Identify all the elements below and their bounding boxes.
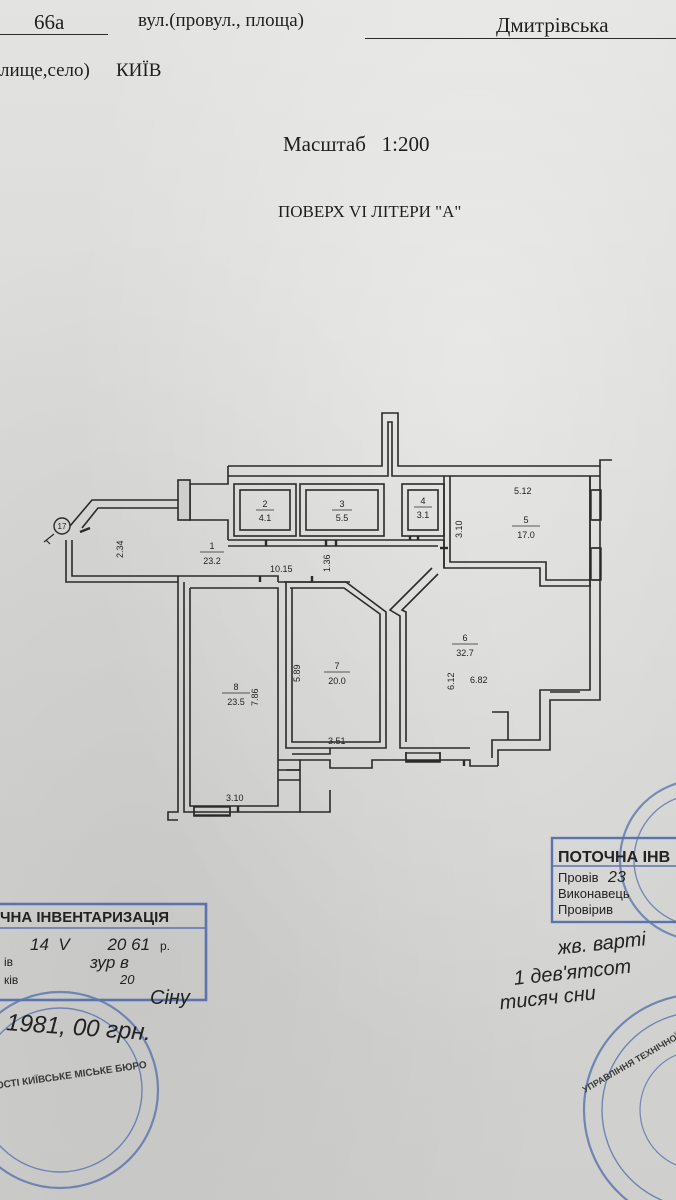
dim-310-vertical: 3.10 bbox=[454, 520, 464, 538]
room-1-area: 23.2 bbox=[203, 556, 221, 566]
room-3-area: 5.5 bbox=[336, 513, 349, 523]
room-7-number: 7 bbox=[334, 661, 339, 671]
city-label: лище,село) bbox=[0, 60, 90, 81]
right-stamp-row1: Провів bbox=[558, 870, 599, 885]
room-4-area: 3.1 bbox=[417, 510, 430, 520]
left-stamp-title: ЧНА ІНВЕНТАРИЗАЦІЯ bbox=[0, 909, 169, 926]
dim-234: 2.34 bbox=[115, 540, 125, 558]
dim-310-horizontal: 3.10 bbox=[226, 793, 244, 803]
left-stamp-row3-label: ків bbox=[4, 973, 18, 987]
stair-marker-circle bbox=[53, 517, 71, 535]
street-name: Дмитрівська bbox=[496, 13, 609, 37]
room-2-number: 2 bbox=[262, 499, 267, 509]
scale-title: Масштаб 1:200 bbox=[283, 132, 430, 156]
dim-351: 3.51 bbox=[328, 736, 346, 746]
room-5-area: 17.0 bbox=[517, 530, 535, 540]
room-8-number: 8 bbox=[233, 682, 238, 692]
room-6-number: 6 bbox=[462, 633, 467, 643]
dim-682: 6.82 bbox=[470, 675, 488, 685]
right-stamp-row3: Провірив bbox=[558, 902, 613, 917]
room-3-number: 3 bbox=[339, 499, 344, 509]
room-2-area: 4.1 bbox=[259, 513, 272, 523]
left-seal-text: НОСТІ КИЇВСЬКЕ МІСЬКЕ БЮРО bbox=[0, 1058, 148, 1093]
room-5-number: 5 bbox=[523, 515, 528, 525]
house-number: 66а bbox=[34, 10, 65, 34]
stair-marker-number: 17 bbox=[58, 522, 67, 531]
room-1-number: 1 bbox=[209, 541, 214, 551]
room-7-area: 20.0 bbox=[328, 676, 346, 686]
room-4-number: 4 bbox=[420, 496, 425, 506]
left-stamp-row2-label: ів bbox=[4, 955, 13, 969]
room-6-area: 32.7 bbox=[456, 648, 474, 658]
dim-512: 5.12 bbox=[514, 486, 532, 496]
house-number-underline bbox=[0, 34, 108, 35]
street-label: вул.(провул., площа) bbox=[138, 10, 304, 31]
dim-1015: 10.15 bbox=[270, 564, 293, 574]
right-stamp-title: ПОТОЧНА ІНВ bbox=[558, 849, 670, 866]
dim-136: 1.36 bbox=[322, 554, 332, 572]
right-stamp-row1-hand: 23 bbox=[607, 869, 626, 886]
dim-786: 7.86 bbox=[250, 688, 260, 706]
left-stamp-row1-label: р. bbox=[160, 939, 170, 953]
left-stamp-row1-hand: 14 V 20 61 bbox=[30, 935, 150, 954]
handwritten-right-line1: жв. варті bbox=[555, 928, 647, 959]
handwritten-right-line3: тисяч сни bbox=[499, 982, 597, 1014]
floor-title: ПОВЕРХ VI ЛІТЕРИ "А" bbox=[278, 202, 462, 221]
street-underline bbox=[365, 38, 676, 39]
dim-612: 6.12 bbox=[446, 672, 456, 690]
inventory-stamp-left: ЧНА ІНВЕНТАРИЗАЦІЯ р. ів ків 14 V 20 61 … bbox=[0, 902, 208, 1009]
left-stamp-row2-hand: зур в bbox=[89, 953, 129, 972]
inventory-stamp-right: ПОТОЧНА ІНВ Провів 23 Виконавець Провіри… bbox=[550, 836, 676, 924]
handwritten-price: 1981, 00 грн. bbox=[5, 1009, 152, 1046]
dim-589: 5.89 bbox=[292, 664, 302, 682]
round-seal-top-right bbox=[618, 782, 676, 938]
right-stamp-row2: Виконавець bbox=[558, 886, 630, 901]
left-stamp-signature: Сіну bbox=[150, 987, 191, 1009]
room-8-area: 23.5 bbox=[227, 697, 245, 707]
city-name: КИЇВ bbox=[116, 60, 162, 81]
left-stamp-row3-hand: 20 bbox=[119, 972, 135, 987]
